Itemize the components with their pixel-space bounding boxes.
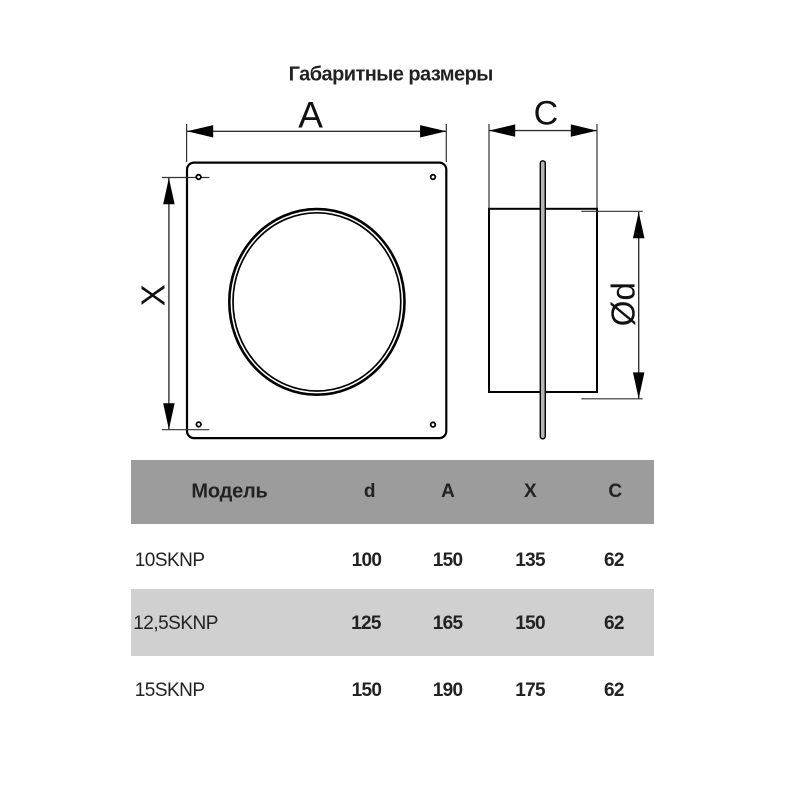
svg-text:C: C — [534, 95, 559, 133]
svg-text:X: X — [135, 284, 172, 306]
svg-text:A: A — [298, 94, 323, 135]
svg-text:Ød: Ød — [605, 282, 642, 326]
